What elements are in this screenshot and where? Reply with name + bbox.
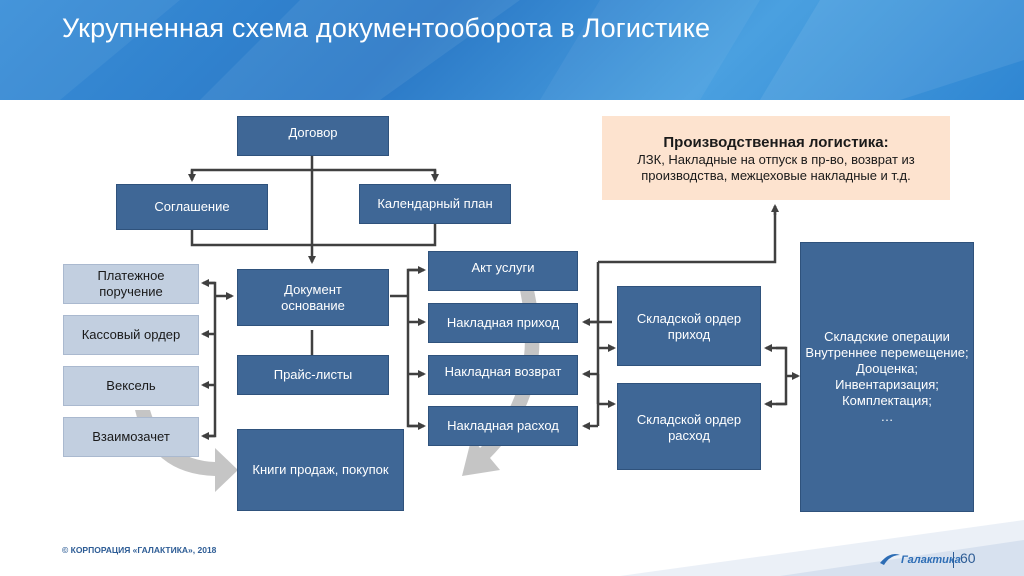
copyright-text: © КОРПОРАЦИЯ «ГАЛАКТИКА», 2018: [62, 545, 217, 555]
footer-decoration: [620, 520, 1024, 576]
page-number: 60: [960, 550, 976, 566]
ops-line: Внутреннее перемещение;: [805, 345, 969, 360]
kassovy-box: Кассовый ордер: [63, 315, 199, 355]
logo-swoosh-icon: [880, 554, 900, 565]
veksel-box: Вексель: [63, 366, 199, 406]
ops-line: Складские операции: [824, 329, 950, 344]
production-logistics-box: Производственная логистика: ЛЗК, Накладн…: [602, 116, 950, 200]
ops-line: …: [880, 409, 894, 424]
vzaimozachet-box: Взаимозачет: [63, 417, 199, 457]
ops-line: Дооценка;: [856, 361, 918, 376]
kalendarny-plan-box: Календарный план: [359, 184, 511, 224]
nakladnaya-prihod-box: Накладная приход: [428, 303, 578, 343]
page-separator: [953, 552, 954, 568]
dokument-osnovanie-box: Документ основание: [237, 269, 389, 326]
ops-line: Инвентаризация;: [835, 377, 939, 392]
platezhnoe-box: Платежное поручение: [63, 264, 199, 304]
header-banner: Укрупненная схема документооборота в Лог…: [0, 0, 1024, 100]
praisy-box: Прайс-листы: [237, 355, 389, 395]
sklad-order-prihod-box: Складской ордер приход: [617, 286, 761, 366]
soglashenie-box: Соглашение: [116, 184, 268, 230]
logo-text: Галактика: [901, 554, 961, 566]
page-title: Укрупненная схема документооборота в Лог…: [62, 13, 711, 43]
nakladnaya-vozvrat-box: Накладная возврат: [428, 355, 578, 395]
production-heading: Производственная логистика:: [663, 134, 889, 151]
knigi-box: Книги продаж, покупок: [237, 429, 404, 511]
production-text: ЛЗК, Накладные на отпуск в пр-во, возвра…: [637, 152, 915, 183]
ops-line: Комплектация;: [842, 393, 932, 408]
nakladnaya-rashod-box: Накладная расход: [428, 406, 578, 446]
dogovor-box: Договор: [237, 116, 389, 156]
akt-uslugi-box: Акт услуги: [428, 251, 578, 291]
warehouse-operations-box: Складские операции Внутреннее перемещени…: [800, 242, 974, 512]
sklad-order-rashod-box: Складской ордер расход: [617, 383, 761, 470]
header-decoration: [0, 0, 1024, 100]
